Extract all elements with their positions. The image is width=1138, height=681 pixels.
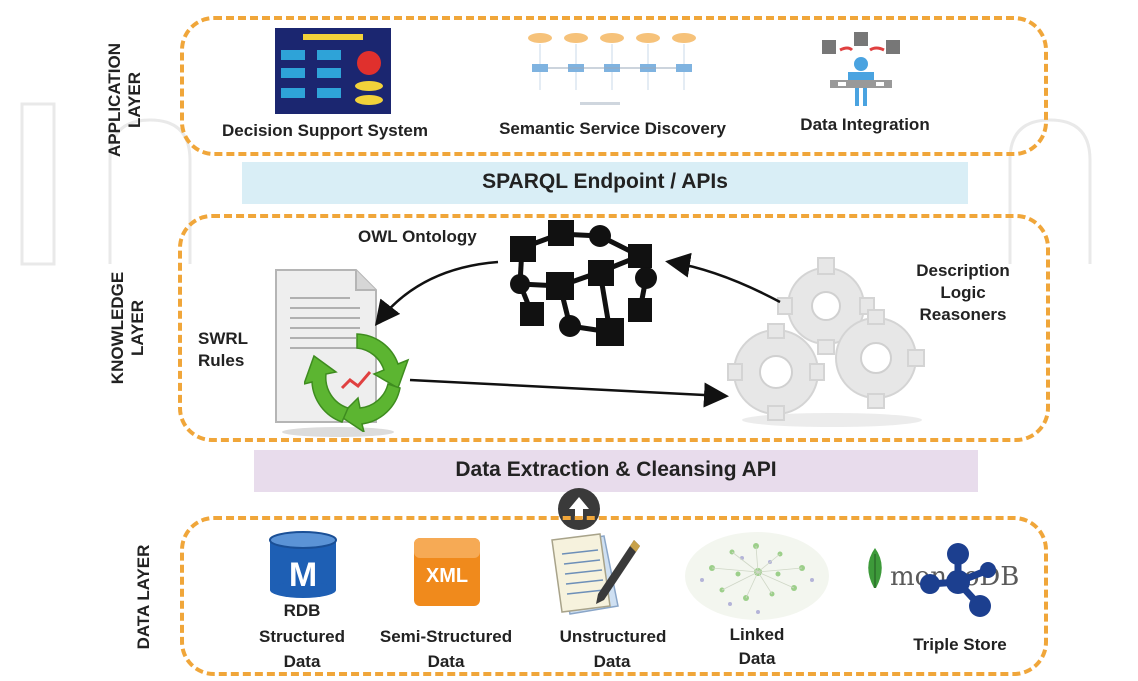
xml-label-2: Data	[427, 652, 465, 671]
swrl-rules-document-icon	[275, 269, 394, 437]
owl-ontology-graph	[510, 220, 657, 346]
rdb-badge-text: M	[289, 556, 317, 594]
linked-data-cloud-icon	[685, 532, 829, 620]
data-layer-box	[180, 516, 1048, 676]
data-integration-label: Data Integration	[800, 115, 930, 134]
xml-badge-text: XML	[426, 565, 468, 587]
rdb-label-1: RDB	[283, 601, 321, 620]
xml-label-1: Semi-Structured	[379, 627, 513, 646]
rdb-label-2: Structured	[259, 627, 345, 646]
linked-data-label-1: Linked	[729, 625, 785, 644]
sparql-endpoint-band: SPARQL Endpoint / APIs	[242, 162, 968, 204]
sparql-endpoint-label: SPARQL Endpoint / APIs	[482, 170, 728, 193]
semantic-service-discovery-label: Semantic Service Discovery	[499, 119, 726, 138]
knowledge-layer-box	[178, 214, 1050, 442]
description-logic-reasoners-label: Description Logic Reasoners	[916, 261, 1010, 324]
triple-store-label: Triple Store	[913, 635, 1007, 654]
semantic-service-discovery-image	[528, 33, 696, 105]
decision-support-system-label: Decision Support System	[222, 121, 428, 140]
data-integration-icon	[822, 32, 900, 106]
data-layer-label: DATA LAYER	[134, 544, 153, 650]
owl-ontology-label: OWL Ontology	[358, 227, 477, 246]
triple-store-graph-icon	[920, 543, 996, 617]
xml-file-icon: XML	[414, 538, 480, 606]
data-extraction-band: Data Extraction & Cleansing API	[254, 450, 978, 492]
decision-support-system-image	[275, 28, 391, 114]
rdb-label-3: Data	[283, 652, 321, 671]
rdb-database-icon: M	[269, 531, 337, 598]
recycle-icon	[304, 333, 410, 432]
unstructured-label-1: Unstructured	[559, 627, 667, 646]
application-layer-box	[180, 16, 1048, 156]
unstructured-document-icon	[551, 533, 640, 615]
reasoner-gears-icon	[727, 257, 925, 427]
mongodb-leaf-icon	[868, 548, 882, 588]
unstructured-label-2: Data	[593, 652, 631, 671]
swrl-rules-label: SWRL Rules	[198, 329, 248, 370]
linked-data-label-2: Data	[738, 649, 776, 668]
data-extraction-label: Data Extraction & Cleansing API	[455, 458, 777, 481]
